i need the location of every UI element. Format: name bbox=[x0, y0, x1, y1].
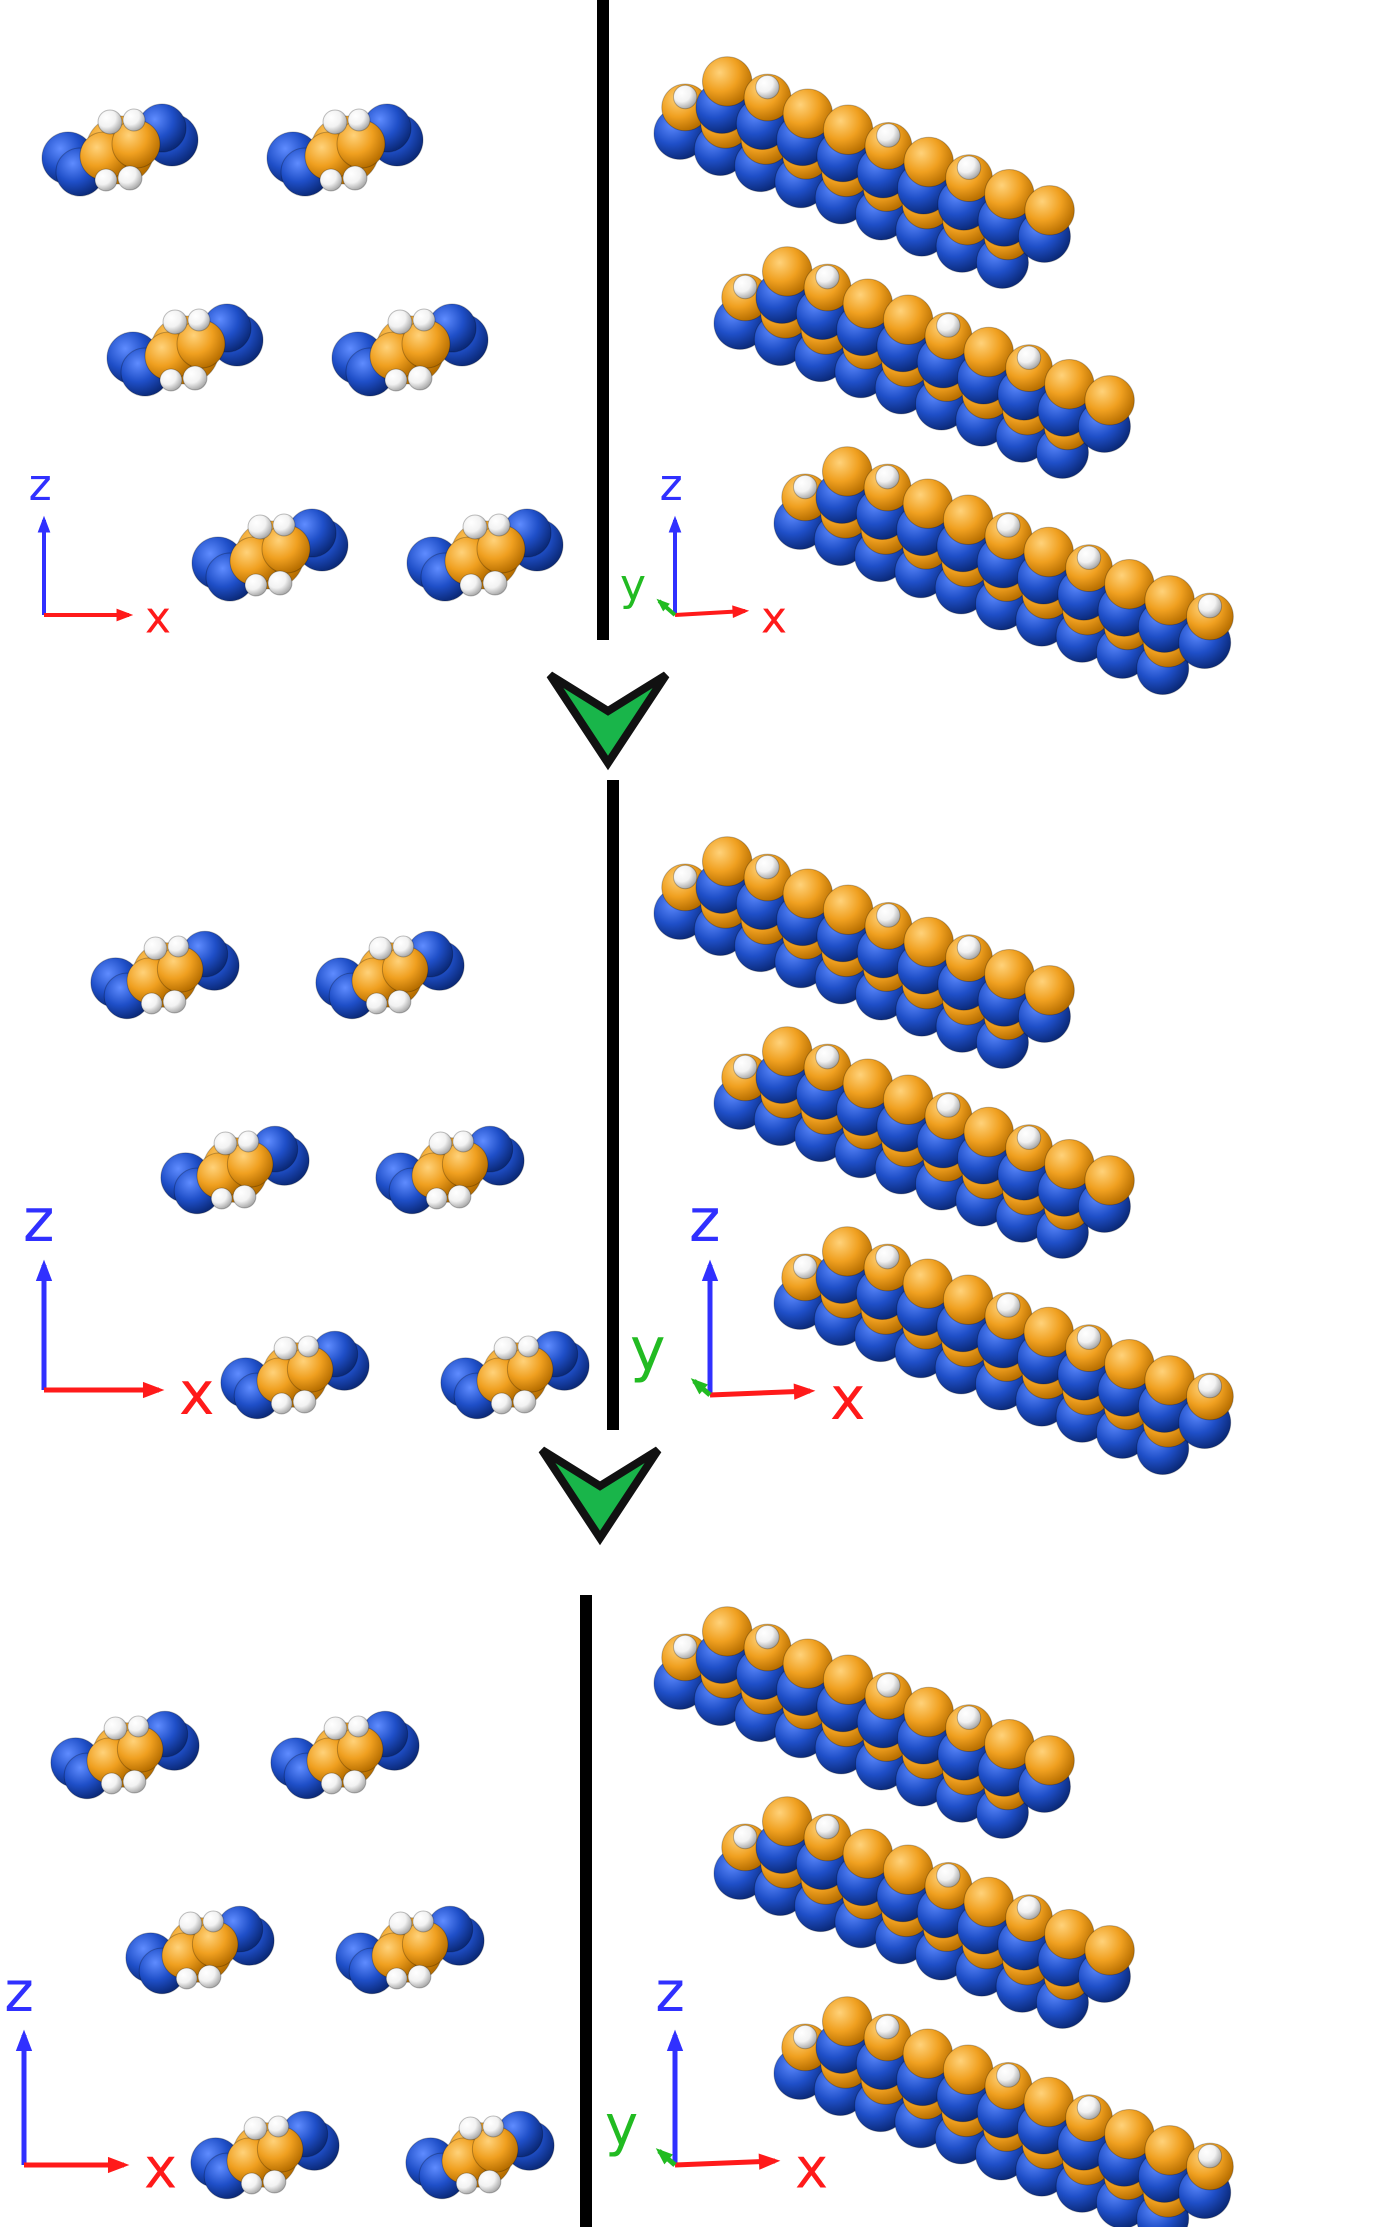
z-axis-label: z bbox=[4, 1960, 33, 2025]
molecule bbox=[375, 1125, 525, 1215]
molecule bbox=[406, 508, 564, 602]
x-axis-label: x bbox=[145, 593, 171, 644]
molecule-row bbox=[755, 1026, 1135, 1233]
molecule bbox=[220, 1330, 370, 1420]
molecule-row bbox=[695, 1606, 1075, 1813]
x-axis-label: x bbox=[830, 1364, 866, 1434]
panel-dividers bbox=[580, 0, 619, 2227]
molecule bbox=[125, 1905, 275, 1995]
molecule bbox=[41, 103, 199, 197]
molecule bbox=[106, 303, 264, 397]
molecule bbox=[191, 508, 349, 602]
molecule-row bbox=[815, 1226, 1234, 1449]
x-axis-label: x bbox=[761, 593, 787, 644]
molecule bbox=[270, 1710, 420, 1800]
x-axis-label: x bbox=[144, 2136, 177, 2201]
molecule bbox=[266, 103, 424, 197]
molecule-row bbox=[755, 1796, 1135, 2003]
transition-arrow-icon bbox=[538, 1446, 662, 1546]
molecule bbox=[335, 1905, 485, 1995]
molecule bbox=[50, 1710, 200, 1800]
z-axis-label: z bbox=[660, 460, 683, 511]
z-axis-label: z bbox=[655, 1960, 684, 2025]
transition-arrow-icon bbox=[546, 671, 670, 771]
y-axis-label: y bbox=[620, 560, 646, 611]
z-axis-label: z bbox=[689, 1186, 721, 1256]
y-axis-label: y bbox=[605, 2094, 638, 2159]
molecule bbox=[331, 303, 489, 397]
molecule bbox=[160, 1125, 310, 1215]
molecule-row bbox=[815, 1996, 1234, 2219]
x-axis-label: x bbox=[795, 2136, 828, 2201]
molecules-layer bbox=[41, 56, 1234, 2227]
x-axis-label: x bbox=[179, 1359, 215, 1429]
molecule bbox=[315, 930, 465, 1020]
molecule-row bbox=[695, 836, 1075, 1043]
molecule bbox=[440, 1330, 590, 1420]
transition-arrows bbox=[538, 671, 670, 1546]
molecule bbox=[190, 2110, 340, 2200]
molecule-row bbox=[653, 83, 1032, 289]
molecule-row bbox=[815, 446, 1234, 669]
molecule bbox=[405, 2110, 555, 2200]
molecule bbox=[90, 930, 240, 1020]
z-axis-label: z bbox=[23, 1186, 55, 1256]
y-axis-label: y bbox=[630, 1315, 666, 1385]
z-axis-label: z bbox=[29, 460, 52, 511]
molecule-row bbox=[755, 246, 1135, 453]
molecule-row bbox=[695, 56, 1075, 263]
